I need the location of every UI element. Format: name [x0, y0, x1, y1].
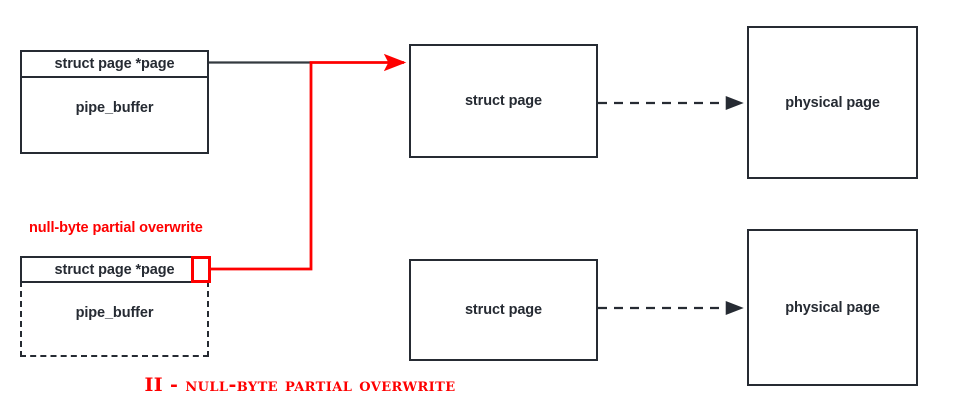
struct-page-label: struct page	[464, 302, 543, 318]
struct-page-label: struct page	[464, 93, 543, 109]
struct-page-node-bottom: struct page	[409, 259, 598, 361]
physical-page-node-bottom: physical page	[747, 229, 918, 386]
physical-page-node-top: physical page	[747, 26, 918, 179]
pipe-buffer-body-bottom: pipe_buffer	[20, 281, 209, 357]
pipe-buffer-label: pipe_buffer	[75, 305, 154, 321]
struct-page-pointer-field-top: struct page *page	[20, 50, 209, 78]
struct-page-pointer-field-bottom: struct page *page	[20, 256, 209, 283]
pipe-buffer-body-top: pipe_buffer	[20, 76, 209, 154]
physical-page-label: physical page	[785, 94, 880, 111]
null-byte-overwrite-annotation: null-byte partial overwrite	[29, 220, 203, 236]
pipe-buffer-node-bottom: pipe_buffer struct page *page	[20, 256, 209, 357]
pointer-hijack-edge	[211, 53, 407, 271]
struct-page-node-top: struct page	[409, 44, 598, 158]
struct-page-pointer-label: struct page *page	[54, 261, 175, 278]
physical-page-label: physical page	[785, 299, 880, 316]
pipe-buffer-node-top: struct page *page pipe_buffer	[20, 50, 209, 154]
pipe-buffer-label: pipe_buffer	[75, 100, 154, 116]
null-byte-marker	[191, 256, 211, 283]
struct-page-pointer-label: struct page *page	[54, 56, 175, 72]
figure-caption: II - null-byte partial overwrite	[144, 374, 456, 396]
